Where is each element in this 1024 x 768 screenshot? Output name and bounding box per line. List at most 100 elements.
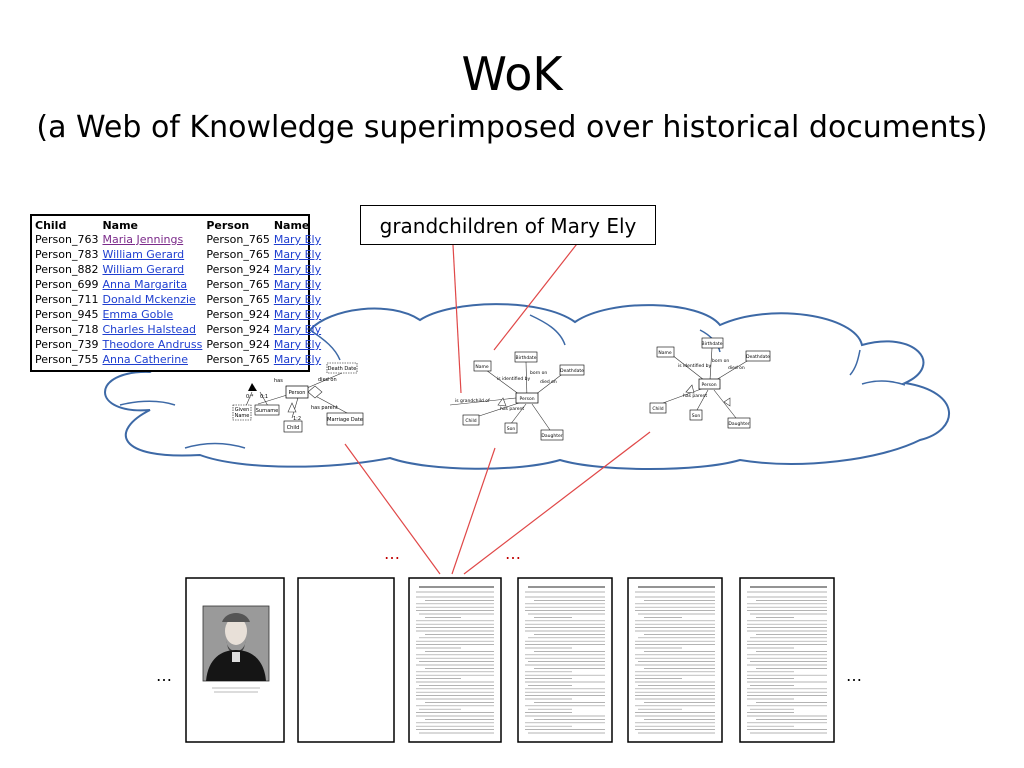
svg-text:is identified by: is identified by	[678, 363, 712, 369]
diagram2-node: Birthdate	[516, 355, 537, 361]
concept-diagram-3: Person Birthdate Name Deathdate Child So…	[649, 337, 771, 429]
diagram1-node: Marriage Date	[327, 417, 363, 423]
child-name-link[interactable]: Donald Mckenzie	[102, 293, 196, 306]
person-id-cell: Person_765	[206, 293, 270, 306]
svg-text:has parent: has parent	[683, 393, 707, 399]
svg-text:0:1: 0:1	[260, 394, 268, 400]
diagram1-node: Surname	[256, 408, 279, 414]
parent-name-link[interactable]: Mary Ely	[273, 323, 322, 336]
diagram2-node: Deathdate	[560, 368, 584, 374]
svg-text:has parent: has parent	[311, 405, 338, 411]
svg-text:born on: born on	[712, 358, 729, 364]
parent-name-link[interactable]: Mary Ely	[273, 353, 322, 366]
concept-diagram-1: Person Death Date Given Name Surname Chi…	[232, 362, 364, 433]
child-name-link[interactable]: Charles Halstead	[102, 323, 197, 336]
child-name-link[interactable]: Maria Jennings	[102, 233, 184, 246]
diagram3-node: Daughter	[728, 421, 749, 427]
diagram3-node: Son	[692, 413, 701, 419]
svg-text:born on: born on	[530, 370, 547, 376]
svg-text:Given: Given	[235, 407, 249, 413]
svg-text:died on: died on	[728, 365, 745, 371]
person-id-cell: Person_924	[206, 338, 270, 351]
diagram3-node: Deathdate	[746, 354, 770, 360]
child-id-cell: Person_739	[35, 338, 99, 351]
diagram2-node: Son	[507, 426, 516, 432]
child-name-link[interactable]: Emma Goble	[102, 308, 174, 321]
child-name-link[interactable]: William Gerard	[102, 263, 185, 276]
svg-text:Name: Name	[235, 413, 250, 419]
col-header-child: Child	[35, 218, 67, 232]
person-id-cell: Person_765	[206, 353, 270, 366]
child-name-link[interactable]: Anna Catherine	[102, 353, 188, 366]
child-id-cell: Person_945	[35, 308, 99, 321]
diagram2-node: Child	[465, 418, 476, 424]
person-id-cell: Person_765	[206, 233, 270, 246]
person-id-cell: Person_765	[206, 248, 270, 261]
link-line	[493, 239, 581, 351]
child-id-cell: Person_755	[35, 353, 99, 366]
link-line	[463, 431, 651, 575]
slide-subtitle: (a Web of Knowledge superimposed over hi…	[36, 110, 988, 145]
child-name-link[interactable]: Theodore Andruss	[102, 338, 203, 351]
document-page-text	[408, 577, 502, 743]
diagram1-node: Child	[287, 425, 300, 431]
document-page-text	[739, 577, 835, 743]
parent-name-link[interactable]: Mary Ely	[273, 308, 322, 321]
link-line	[344, 443, 441, 575]
diagram3-node: Child	[652, 406, 663, 412]
child-id-cell: Person_783	[35, 248, 99, 261]
child-id-cell: Person_718	[35, 323, 99, 336]
svg-text:is grandchild of: is grandchild of	[455, 398, 490, 404]
parent-name-link[interactable]: Mary Ely	[273, 263, 322, 276]
link-line	[451, 447, 496, 575]
query-callout: grandchildren of Mary Ely	[360, 205, 656, 245]
svg-text:died on: died on	[540, 379, 557, 385]
diagram2-node: Daughter	[541, 433, 562, 439]
child-id-cell: Person_699	[35, 278, 99, 291]
document-page-text	[517, 577, 613, 743]
diagram2-node: Name	[475, 364, 489, 370]
person-id-cell: Person_924	[206, 308, 270, 321]
child-name-link[interactable]: Anna Margarita	[102, 278, 188, 291]
child-id-cell: Person_882	[35, 263, 99, 276]
ellipsis-pages-right: …	[846, 666, 862, 685]
link-lines	[344, 239, 651, 575]
document-page-portrait	[185, 577, 285, 743]
child-id-cell: Person_763	[35, 233, 99, 246]
svg-text:died on: died on	[318, 377, 337, 383]
concept-diagram-2: Person Birthdate Name Deathdate Child So…	[449, 351, 585, 441]
parent-name-link[interactable]: Mary Ely	[273, 278, 322, 291]
svg-text:1:2: 1:2	[293, 416, 301, 422]
document-page-blank	[297, 577, 395, 743]
diagram3-node: Person	[701, 382, 716, 388]
document-pages	[185, 577, 835, 743]
diagram2-node: Person	[519, 396, 534, 402]
slide-title: WoK	[461, 47, 563, 101]
diagram3-node: Name	[658, 350, 672, 356]
person-id-cell: Person_924	[206, 323, 270, 336]
diagram1-node: Death Date	[328, 366, 357, 372]
parent-name-link[interactable]: Mary Ely	[273, 293, 322, 306]
child-id-cell: Person_711	[35, 293, 99, 306]
document-page-text	[627, 577, 723, 743]
ellipsis-pages-left: …	[156, 666, 172, 685]
parent-name-link[interactable]: Mary Ely	[273, 338, 322, 351]
child-name-link[interactable]: William Gerard	[102, 248, 185, 261]
link-line	[452, 244, 462, 394]
col-header-person: Person	[206, 218, 250, 232]
parent-name-link[interactable]: Mary Ely	[273, 248, 322, 261]
ellipsis-left: …	[384, 544, 400, 563]
svg-text:has: has	[274, 378, 283, 384]
svg-text:0:*: 0:*	[246, 394, 254, 400]
parent-name-link[interactable]: Mary Ely	[273, 233, 322, 246]
